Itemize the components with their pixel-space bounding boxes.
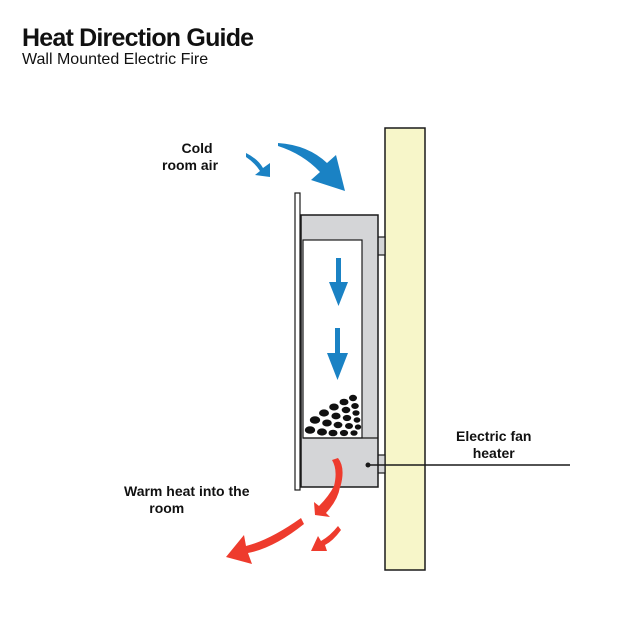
warm-heat-arrow-in-unit (332, 458, 343, 487)
cold-air-arrow-small (246, 153, 270, 177)
fan-heater-label-line1: Electric fan (456, 428, 532, 444)
diagram-subtitle: Wall Mounted Electric Fire (22, 51, 209, 68)
warm-heat-label: Warm heat into the room (124, 483, 250, 517)
fan-heater-label-line2: heater (472, 445, 515, 461)
cold-air-label-line2: room air (162, 157, 219, 173)
wall (384, 127, 426, 571)
diagram-title: Heat Direction Guide (22, 24, 254, 52)
warm-heat-arrow-outlet (314, 486, 340, 517)
cold-air-arrow-large (278, 143, 345, 191)
interior-airflow-arrow-top (329, 258, 348, 306)
coal-pebbles-icon (304, 394, 362, 437)
cold-air-label: Cold room air (162, 140, 218, 174)
warm-heat-label-line1: Warm heat into the (124, 483, 250, 499)
warm-heat-arrow-large (226, 518, 304, 564)
interior-airflow-arrow-bottom (327, 328, 348, 380)
warm-heat-label-line2: room (149, 500, 185, 516)
fire-unit-body (300, 214, 379, 488)
cold-air-label-line1: Cold (181, 140, 213, 156)
fan-heater-label: Electric fan heater (456, 428, 531, 462)
warm-heat-arrow-small (311, 526, 341, 551)
glass-front-panel (294, 192, 301, 491)
